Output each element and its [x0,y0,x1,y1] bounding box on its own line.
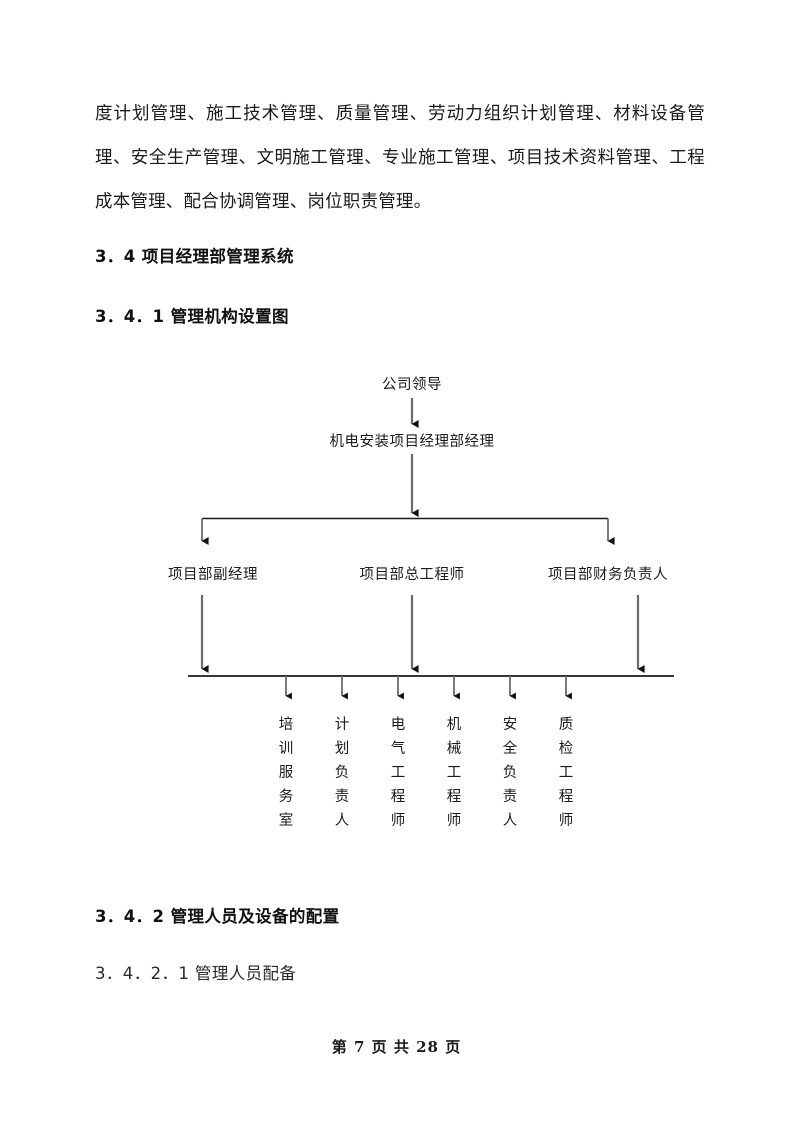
body-paragraph: 度计划管理、施工技术管理、质量管理、劳动力组织计划管理、材料设备管理、安全生产管… [95,104,705,212]
org-node-deputy-manager: 项目部副经理 [168,567,258,583]
org-node-char: 质 [558,717,574,733]
org-node-finance-officer: 项目部财务负责人 [548,567,668,583]
org-node-char: 安 [502,717,518,733]
org-node-char: 电 [390,717,406,733]
org-node-company-leadership: 公司领导 [382,377,442,393]
org-node-training-office: 培 训 服 务 室 [275,713,297,833]
org-node-char: 气 [390,741,406,757]
org-node-char: 程 [390,789,406,805]
org-node-char: 师 [558,813,574,829]
org-node-char: 室 [278,813,294,829]
org-node-quality-engineer: 质 检 工 程 师 [555,713,577,833]
org-node-char: 师 [446,813,462,829]
page-footer: 第 7 页 共 28 页 [331,1038,462,1056]
org-node-char: 责 [334,789,350,805]
org-node-safety-lead: 安 全 负 责 人 [499,713,521,833]
org-node-chief-engineer: 项目部总工程师 [359,567,465,583]
org-node-char: 械 [446,741,462,757]
org-node-project-manager: 机电安装项目经理部经理 [329,434,495,450]
heading-3-4-2: 3．4．2 管理人员及设备的配置 [95,907,340,926]
org-node-char: 检 [558,741,574,757]
org-node-planning-lead: 计 划 负 责 人 [331,713,353,833]
org-node-char: 工 [558,765,574,781]
org-node-char: 划 [334,741,350,757]
org-chart-diagram: 公司领导 机电安装项目经理部经理 项目部副经理 项目部总工程师 项目部财务负责人… [0,355,793,835]
org-node-mechanical-engineer: 机 械 工 程 师 [443,713,465,833]
org-node-char: 务 [278,789,294,805]
org-node-char: 服 [278,765,294,781]
heading-3-4-2-1: 3．4．2．1 管理人员配备 [95,964,297,983]
org-node-char: 计 [334,717,350,733]
org-node-char: 程 [446,789,462,805]
heading-3-4: 3．4 项目经理部管理系统 [95,247,294,266]
org-node-electrical-engineer: 电 气 工 程 师 [387,713,409,833]
org-node-char: 程 [558,789,574,805]
heading-3-4-1: 3．4．1 管理机构设置图 [95,307,289,326]
org-node-char: 人 [502,813,518,829]
org-node-char: 培 [278,717,294,733]
org-node-char: 师 [390,813,406,829]
org-chart-connectors [188,398,674,700]
org-node-char: 人 [334,813,350,829]
org-node-char: 负 [334,765,350,781]
org-node-char: 训 [278,741,294,757]
org-node-char: 负 [502,765,518,781]
org-node-char: 全 [502,741,518,757]
org-node-char: 机 [446,717,462,733]
org-node-char: 工 [390,765,406,781]
org-node-char: 工 [446,765,462,781]
org-node-char: 责 [502,789,518,805]
